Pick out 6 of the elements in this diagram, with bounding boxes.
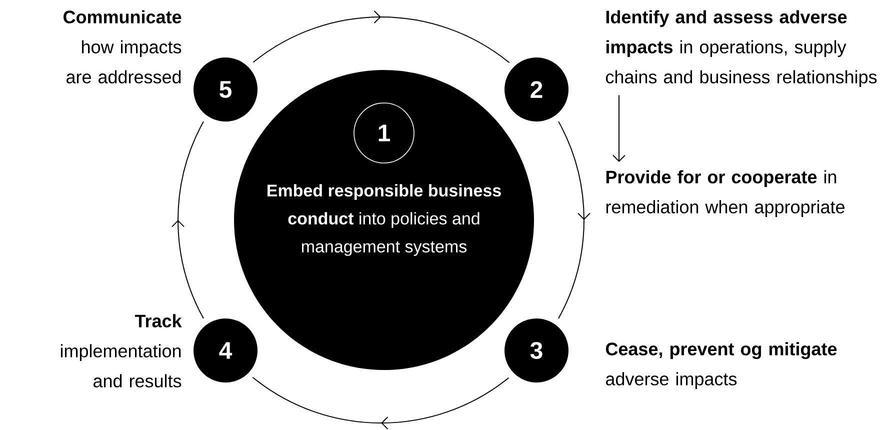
step-text: Track implementation and results [60,314,182,388]
step-text: Provide for or cooperate in remediation when appropriate [606,170,844,217]
step-text: Cease, prevent og mitigate adverse impacts [606,342,837,389]
step-text: Communicate how impacts are addressed [64,10,182,84]
step-text: Identify and assess adverse impacts in operations, supply chains and business relationships [606,10,877,87]
arrow [612,94,626,162]
